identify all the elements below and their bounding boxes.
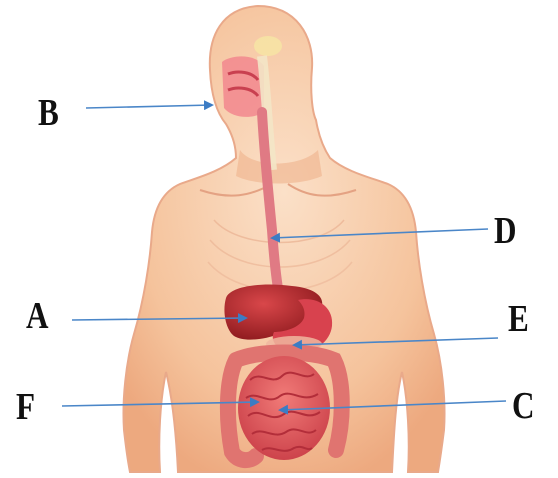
label-c: C (512, 387, 535, 425)
label-a: A (26, 297, 49, 335)
label-e: E (508, 300, 529, 338)
label-d: D (494, 212, 517, 250)
arrow-b (86, 105, 212, 108)
label-b: B (38, 94, 59, 132)
label-f: F (16, 388, 35, 426)
